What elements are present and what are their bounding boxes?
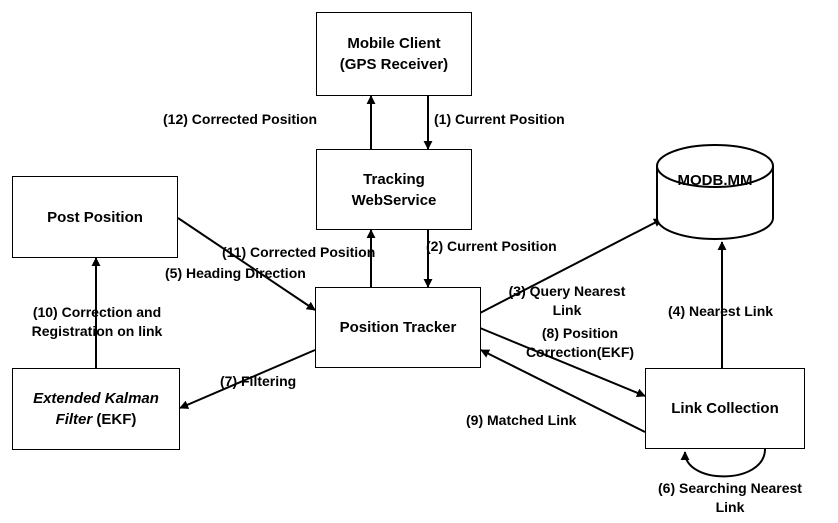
link-collection-label: Link Collection <box>671 400 779 417</box>
label-e3: (3) Query Nearest Link <box>497 282 637 320</box>
label-e11: (11) Corrected Position <box>222 244 376 260</box>
node-extended-kalman-filter: Extended Kalman Filter (EKF) <box>12 368 180 450</box>
tracking-ws-line2: WebService <box>351 191 437 209</box>
label-e8-line1: (8) Position <box>541 325 619 341</box>
modb-label: MODB.MM <box>677 172 753 189</box>
node-tracking-webservice: Tracking WebService <box>316 149 472 230</box>
arrow-7-filtering <box>179 349 316 409</box>
label-e10-line1: (10) Correction and <box>32 304 162 320</box>
arrow-3-query-nearest-link <box>479 218 663 314</box>
modb-database-cylinder <box>656 144 774 240</box>
node-post-position: Post Position <box>12 176 178 258</box>
label-e2: (2) Current Position <box>426 238 557 254</box>
label-e1: (1) Current Position <box>434 111 565 127</box>
label-e8-line2: Correction(EKF) <box>525 344 635 360</box>
label-e3-line2: Link <box>552 302 582 318</box>
ekf-line1: Extended Kalman <box>33 390 159 407</box>
node-position-tracker: Position Tracker <box>315 287 481 368</box>
label-e9: (9) Matched Link <box>466 412 577 428</box>
node-mobile-client: Mobile Client (GPS Receiver) <box>316 12 472 96</box>
label-e10-line2: Registration on link <box>31 323 163 339</box>
label-e7: (7) Filtering <box>220 373 297 389</box>
label-e4: (4) Nearest Link <box>668 303 774 319</box>
label-e5: (5) Heading Direction <box>165 265 306 281</box>
tracking-ws-line1: Tracking <box>363 170 425 188</box>
arrow-8-position-correction <box>479 327 646 398</box>
label-e6: (6) Searching Nearest Link <box>640 479 820 517</box>
mobile-client-subtitle: (GPS Receiver) <box>339 56 449 73</box>
ekf-abbrev: (EKF) <box>92 411 137 428</box>
position-tracker-label: Position Tracker <box>339 319 457 336</box>
arrow-5-heading-direction <box>177 217 316 311</box>
ekf-filter-word: Filter <box>55 411 93 428</box>
label-e8: (8) Position Correction(EKF) <box>505 324 655 362</box>
label-e10: (10) Correction and Registration on link <box>12 303 182 341</box>
arrow-9-matched-link <box>480 349 646 433</box>
post-position-label: Post Position <box>47 208 143 226</box>
ekf-line2: Filter (EKF) <box>56 409 137 430</box>
label-e6-line2: Link <box>715 499 745 515</box>
arrow-6-searching-nearest-link <box>680 448 766 478</box>
label-e12: (12) Corrected Position <box>163 111 318 127</box>
label-e6-line1: (6) Searching Nearest <box>658 480 802 496</box>
label-e3-line1: (3) Query Nearest <box>508 283 626 299</box>
mobile-client-title: Mobile Client <box>347 35 441 52</box>
node-link-collection: Link Collection <box>645 368 805 449</box>
